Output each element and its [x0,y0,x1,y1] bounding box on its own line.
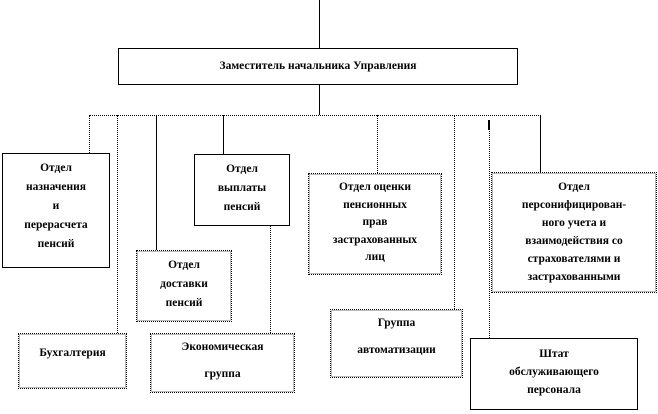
head-label: Заместитель начальника Управления [219,60,417,72]
connector-vyplata [223,115,224,154]
unit-label-line: назначения [26,181,86,193]
unit-vyplata: Отдел выплаты пенсий [194,154,290,226]
connector-buhgalteria [117,115,118,337]
unit-label-line: и [52,200,60,212]
unit-label-line: обслуживающего [509,366,599,378]
unit-label-line: страхователями и [527,253,621,265]
unit-ocenka: Отдел оценки пенсионных прав застрахованных… [308,173,442,275]
head-box: Заместитель начальника Управления [118,48,518,85]
unit-label-line: выплаты [217,182,267,194]
unit-ekonom: Экономическая группа [150,333,295,393]
connector-dostavka [156,115,157,250]
unit-buhgalteria: Бухгалтерия [18,333,127,389]
unit-label-line: доставки [160,278,208,290]
unit-label-line: Отдел [558,181,590,193]
unit-label-line: персонала [527,384,581,396]
connector-avtomat [454,115,455,309]
unit-shtat: Штат обслуживающего персонала [470,338,638,410]
unit-label-line: застрахованными [527,271,621,283]
connector-naznachenie [89,115,90,153]
unit-label-line: группа [204,368,241,380]
unit-label-line: Группа [377,317,416,329]
unit-label-line: Штат [539,348,569,360]
unit-personif: Отдел персонифицирован-ного учета и взаимо… [491,172,657,293]
unit-label-line: ного учета и [541,217,607,229]
unit-label-line: Отдел [40,162,72,174]
connector-ekonom [270,226,271,333]
unit-label-line: застрахованных [332,233,418,246]
unit-label-line: Бухгалтерия [39,347,106,359]
unit-label-line: перерасчета [24,219,88,231]
connector-top [319,0,320,48]
unit-label-line: Экономическая [181,341,264,353]
connector-bus [89,115,541,116]
unit-label-line: Отдел [226,163,258,175]
connector-shtat-mark [488,120,490,130]
unit-label-line: Отдел оценки [338,181,412,193]
unit-label-line: лиц [365,251,385,263]
unit-label-line: взаимодействия со [525,235,623,247]
unit-avtomat: Группа автоматизации [330,309,463,378]
unit-label-line: персонифицирован- [521,199,627,211]
unit-label-line: прав [362,216,388,228]
connector-personif [540,115,541,172]
unit-label-line: пенсионных [343,198,407,211]
connector-head-down [319,85,320,115]
unit-naznachenie: Отдел назначения и перерасчета пенсий [2,153,110,268]
connector-ocenka [377,115,378,173]
unit-label-line: пенсий [223,201,261,213]
unit-label-line: пенсий [165,297,203,309]
connector-shtat [489,120,490,338]
unit-label-line: пенсий [37,238,75,250]
unit-label-line: автоматизации [357,344,436,356]
unit-dostavka: Отдел доставки пенсий [136,250,232,322]
unit-label-line: Отдел [168,259,200,271]
